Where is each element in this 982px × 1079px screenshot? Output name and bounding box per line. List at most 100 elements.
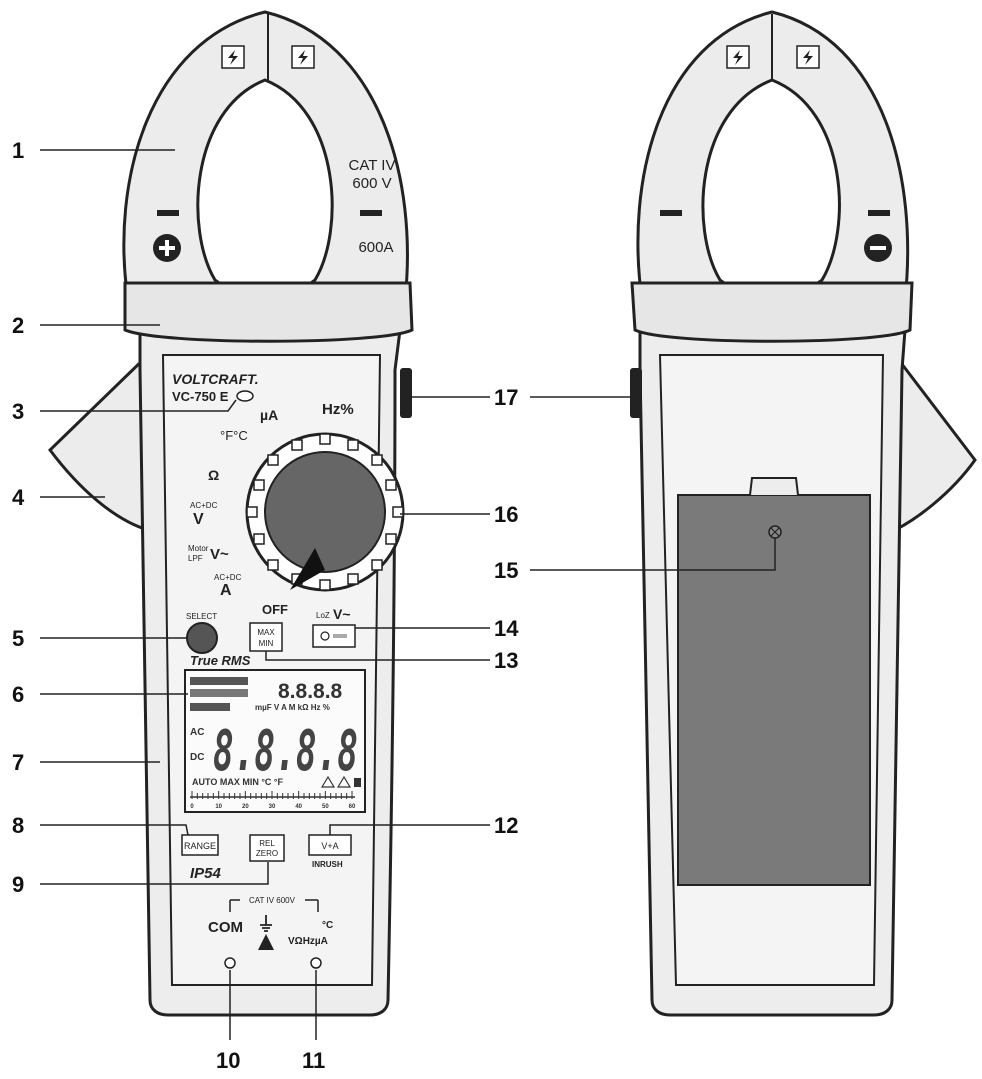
lcd-dc: DC xyxy=(190,752,204,763)
bargraph-scale-label: 40 xyxy=(295,804,302,810)
com-label: COM xyxy=(208,919,243,936)
callout-17: 17 xyxy=(494,385,518,410)
jaw-mark-right xyxy=(360,210,382,216)
rotary-dial xyxy=(245,432,405,592)
range-label: RANGE xyxy=(184,841,216,851)
light-icon xyxy=(333,634,347,638)
lcd-main-digits: 8.8.8.8 xyxy=(213,719,358,784)
dial-v-acdc: V xyxy=(193,511,204,528)
leader-13 xyxy=(265,651,490,661)
dial-lpf-small: LPF xyxy=(188,554,203,563)
dial-knob[interactable] xyxy=(264,451,386,573)
callout-6: 6 xyxy=(12,682,24,707)
rel-top: REL xyxy=(259,839,275,848)
maxmin-bottom: MIN xyxy=(259,639,274,648)
bargraph-scale-label: 20 xyxy=(242,804,249,810)
lightning-icon xyxy=(803,50,813,65)
lightning-icon xyxy=(298,50,308,65)
rel-zero-button[interactable] xyxy=(249,834,285,862)
callout-3: 3 xyxy=(12,399,24,424)
dial-a-acdc: A xyxy=(220,582,232,599)
bargraph-scale-label: 60 xyxy=(349,804,356,810)
dial-off: OFF xyxy=(262,602,288,617)
callout-16: 16 xyxy=(494,502,518,527)
dial-ohm: Ω xyxy=(208,467,219,483)
cat-rating: CAT IV xyxy=(349,157,396,174)
lcd-secondary-digits: 8.8.8.8 xyxy=(278,680,343,703)
dial-v-acdc-small: AC+DC xyxy=(190,501,218,510)
maxmin-top: MAX xyxy=(257,628,275,637)
rear-collar xyxy=(630,281,914,343)
leader-9 xyxy=(40,862,269,885)
lcd-display: 8.8.8.8 mµF V A M kΩ Hz % AC DC 8.8.8.8 … xyxy=(184,669,366,813)
sun-icon xyxy=(320,631,330,641)
dial-temp: °F°C xyxy=(220,428,248,443)
bargraph-scale-label: 10 xyxy=(215,804,222,810)
dial-a-acdc-small: AC+DC xyxy=(214,573,242,582)
bargraph-ticks xyxy=(191,791,353,799)
select-button[interactable] xyxy=(186,622,218,654)
leader-12 xyxy=(329,824,490,835)
jaw-mark-left xyxy=(660,210,682,216)
bell-icon xyxy=(320,775,352,788)
dial-loz-small: LoZ xyxy=(316,611,330,620)
v-jack[interactable] xyxy=(310,957,322,969)
dial-motor-small: Motor xyxy=(188,544,209,553)
input-cat-label: CAT IV 600V xyxy=(249,896,296,905)
brand-label: VOLTCRAFT. xyxy=(172,371,259,387)
bargraph-scale: 0 10 20 30 40 50 60 xyxy=(190,804,356,810)
callout-14: 14 xyxy=(494,616,519,641)
callout-1: 1 xyxy=(12,138,24,163)
flashlight-icon xyxy=(236,390,254,402)
bargraph-scale-label: 30 xyxy=(269,804,276,810)
select-label: SELECT xyxy=(186,612,217,621)
com-jack[interactable] xyxy=(224,957,236,969)
front-trigger xyxy=(48,351,150,533)
true-rms-label: True RMS xyxy=(190,653,251,668)
lcd-ac: AC xyxy=(190,727,204,738)
dial-loz-v: V~ xyxy=(333,606,351,622)
ip-rating: IP54 xyxy=(190,865,222,882)
dial-ua: µA xyxy=(260,407,278,423)
plus-icon xyxy=(165,240,169,256)
battery-cover xyxy=(677,494,871,886)
rel-bottom: ZERO xyxy=(256,849,278,858)
leader-8 xyxy=(40,824,189,836)
jaw-mark-left xyxy=(157,210,179,216)
callout-13: 13 xyxy=(494,648,518,673)
battery-cover-latch xyxy=(749,477,799,496)
callout-10: 10 xyxy=(216,1048,240,1073)
callout-2: 2 xyxy=(12,313,24,338)
dial-hz: Hz% xyxy=(322,401,354,418)
lock-icon xyxy=(354,778,361,787)
jaw-mark-right xyxy=(868,210,890,216)
leader-15 xyxy=(530,538,776,571)
warning-icon xyxy=(258,934,274,950)
range-button[interactable] xyxy=(181,834,219,856)
rear-view xyxy=(630,10,977,1017)
callout-7: 7 xyxy=(12,750,24,775)
dial-v-motor: V~ xyxy=(210,546,229,563)
side-button-rear xyxy=(630,368,642,418)
dial-pointer xyxy=(290,548,325,590)
bargraph-scale-label: 0 xyxy=(190,804,194,810)
front-collar xyxy=(123,281,414,343)
callout-15: 15 xyxy=(494,558,518,583)
lightning-icon xyxy=(228,50,238,65)
callout-12: 12 xyxy=(494,813,518,838)
callout-leaders xyxy=(40,149,776,1040)
callout-4: 4 xyxy=(12,485,25,510)
minus-icon xyxy=(870,246,886,250)
current-rating: 600A xyxy=(358,239,393,256)
lightning-icon xyxy=(733,50,743,65)
leader-3 xyxy=(40,399,237,412)
callout-9: 9 xyxy=(12,872,24,897)
front-view: CAT IV 600 V 600A VOLTCRAFT. VC-750 E xyxy=(48,10,414,1017)
ground-icon xyxy=(260,915,272,932)
screw-slot xyxy=(770,527,780,537)
side-button-front xyxy=(400,368,412,418)
cat-voltage: 600 V xyxy=(352,175,391,192)
inrush-label: INRUSH xyxy=(312,860,343,869)
bargraph-scale-label: 50 xyxy=(322,804,329,810)
v-terminal-label: VΩHzµA xyxy=(288,936,328,947)
